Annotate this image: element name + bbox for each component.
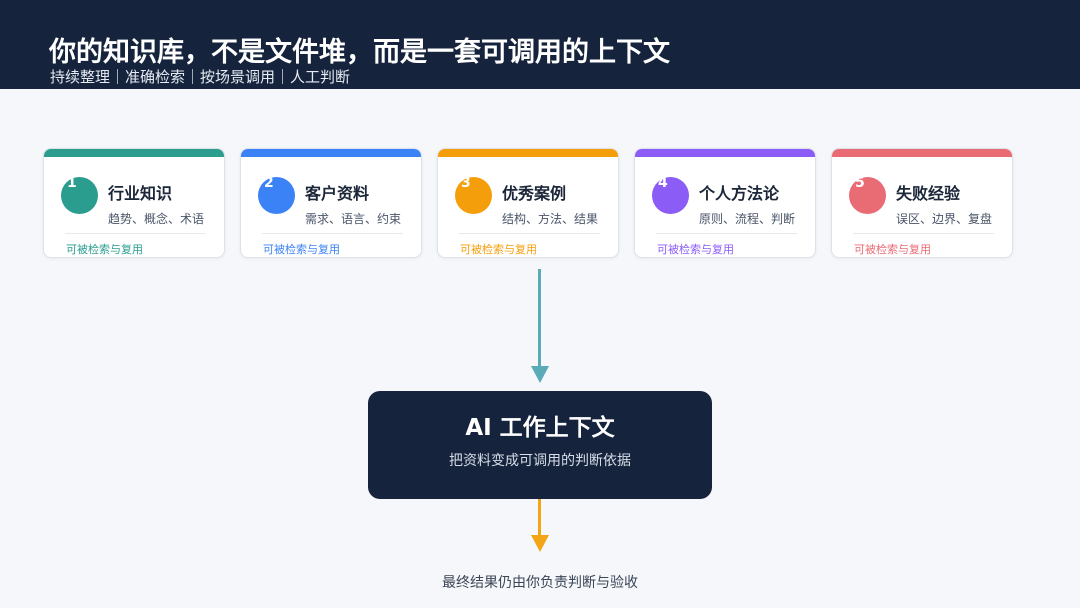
footer-note: 最终结果仍由你负责判断与验收 [442,575,638,591]
ai-context-box: AI 工作上下文 把资料变成可调用的判断依据 [368,391,712,499]
card-divider [853,233,994,234]
card-accent-bar [44,149,224,157]
card-tag: 可被检索与复用 [657,243,734,256]
card-divider [262,233,403,234]
card-number-badge [652,177,689,214]
page-title: 你的知识库，不是文件堆，而是一套可调用的上下文 [49,37,670,68]
card-tag: 可被检索与复用 [263,243,340,256]
card-title: 客户资料 [305,184,370,203]
card-number: 5 [855,175,865,191]
center-title: AI 工作上下文 [465,415,615,441]
card-number: 1 [67,175,77,191]
card-number: 3 [461,175,471,191]
card-industry-knowledge: 1 行业知识 趋势、概念、术语 可被检索与复用 [43,148,225,258]
card-divider [656,233,797,234]
card-number-badge [849,177,886,214]
header-bar: 你的知识库，不是文件堆，而是一套可调用的上下文 持续整理｜准确检索｜按场景调用｜… [0,0,1080,89]
card-description: 需求、语言、约束 [305,212,402,226]
card-number: 4 [658,175,668,191]
card-customer-data: 2 客户资料 需求、语言、约束 可被检索与复用 [240,148,422,258]
card-failure-experience: 5 失败经验 误区、边界、复盘 可被检索与复用 [831,148,1013,258]
card-divider [459,233,600,234]
card-description: 趋势、概念、术语 [108,212,205,226]
card-accent-bar [832,149,1012,157]
card-tag: 可被检索与复用 [854,243,931,256]
card-number-badge [258,177,295,214]
card-accent-bar [635,149,815,157]
card-excellent-cases: 3 优秀案例 结构、方法、结果 可被检索与复用 [437,148,619,258]
card-number: 2 [264,175,274,191]
card-title: 失败经验 [896,184,961,203]
card-personal-methodology: 4 个人方法论 原则、流程、判断 可被检索与复用 [634,148,816,258]
card-number-badge [455,177,492,214]
arrow-top-line [538,269,541,368]
card-description: 误区、边界、复盘 [896,212,993,226]
card-title: 优秀案例 [502,184,567,203]
card-description: 结构、方法、结果 [502,212,599,226]
arrow-bottom-line [538,499,541,537]
card-tag: 可被检索与复用 [66,243,143,256]
arrow-top-head-icon [531,366,549,383]
card-number-badge [61,177,98,214]
card-tag: 可被检索与复用 [460,243,537,256]
card-title: 个人方法论 [699,184,780,203]
card-description: 原则、流程、判断 [699,212,796,226]
card-title: 行业知识 [108,184,173,203]
page-subtitle: 持续整理｜准确检索｜按场景调用｜人工判断 [50,68,351,86]
card-accent-bar [438,149,618,157]
arrow-bottom-head-icon [531,535,549,552]
center-subtitle: 把资料变成可调用的判断依据 [449,453,631,469]
card-accent-bar [241,149,421,157]
card-divider [65,233,206,234]
